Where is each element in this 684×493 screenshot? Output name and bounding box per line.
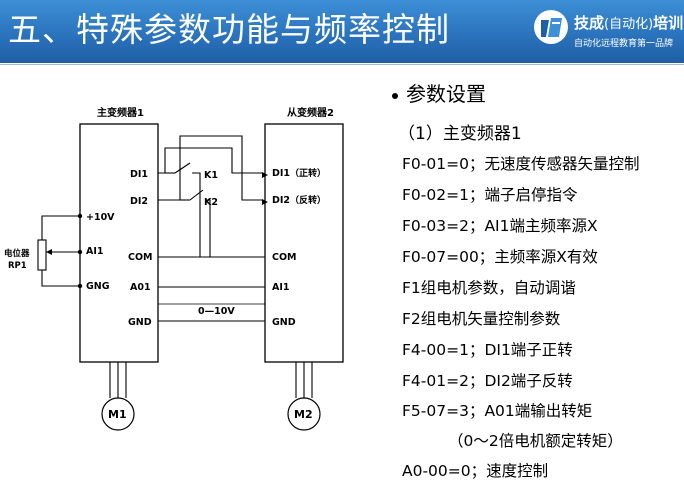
param-line: F1组电机参数，自动调谐 [402,279,576,297]
motor-m2-label: M2 [294,408,313,421]
master-terminal-10v: +10V [86,212,115,223]
potentiometer-name: RP1 [8,261,27,271]
master-terminal-di2: DI2 [130,196,148,207]
wiring-diagram: 主变频器1 从变频器2 DI1 DI2 COM A01 GND +10V AI1… [4,106,344,431]
brand-logo: 技成(自动化)培训 自动化远程教育第一品牌 [530,6,684,58]
slave-terminal-di1: DI1 [272,168,290,179]
slave-inverter-label: 从变频器2 [287,106,334,119]
bullet-dot-icon [392,92,398,99]
master-terminal-gng: GNG [86,281,110,292]
param-line: F5-07=3；A01端输出转矩 [402,402,593,420]
master-terminal-ai1: AI1 [86,246,104,257]
header-divider [0,64,684,65]
slave-terminal-com: COM [272,252,297,263]
motor-m1-label: M1 [108,408,127,421]
master-terminal-gnd: GND [128,317,152,328]
param-line: F0-01=0；无速度传感器矢量控制 [402,155,640,173]
master-terminal-di1: DI1 [130,169,148,180]
motor-m2 [287,397,321,431]
relay-k1-label: K1 [204,170,218,181]
slave-terminal-ai1: AI1 [272,282,290,293]
master-inverter-box [79,123,159,363]
params-heading: 参数设置 [392,78,486,107]
slide-header: 五、特殊参数功能与频率控制 技成(自动化)培训 自动化远程教育第一品牌 [0,0,684,63]
potentiometer-label: 电位器 [4,248,30,259]
master-inverter-label: 主变频器1 [97,106,144,119]
slave-terminal-di2-note: （反转） [290,194,326,206]
slave-terminal-di2: DI2 [272,195,290,206]
params-subheading: （1）主变频器1 [398,124,522,144]
param-line: F2组电机矢量控制参数 [402,310,561,328]
param-line: F0-03=2；AI1端主频率源X [402,217,598,235]
voltage-range-label: 0—10V [198,306,235,317]
logo-icon [534,10,568,44]
param-line: F4-01=2；DI2端子反转 [402,372,573,390]
master-terminal-a01: A01 [130,282,151,293]
param-line: （0～2倍电机额定转矩） [448,432,623,450]
param-line: F4-00=1；DI1端子正转 [402,341,573,359]
motor-m1 [101,397,135,431]
slide-title: 五、特殊参数功能与频率控制 [8,10,450,49]
slave-terminal-di1-note: （正转） [290,167,326,179]
param-line: A0-00=0；速度控制 [402,462,549,480]
param-line: F0-07=00；主频率源X有效 [402,248,598,266]
relay-k2-label: K2 [204,197,218,208]
logo-slogan: 自动化远程教育第一品牌 [574,39,674,49]
logo-brand: 技成(自动化)培训 [574,14,684,32]
master-terminal-com: COM [128,252,153,263]
param-line: F0-02=1；端子启停指令 [402,186,578,204]
slave-terminal-gnd: GND [272,317,296,328]
